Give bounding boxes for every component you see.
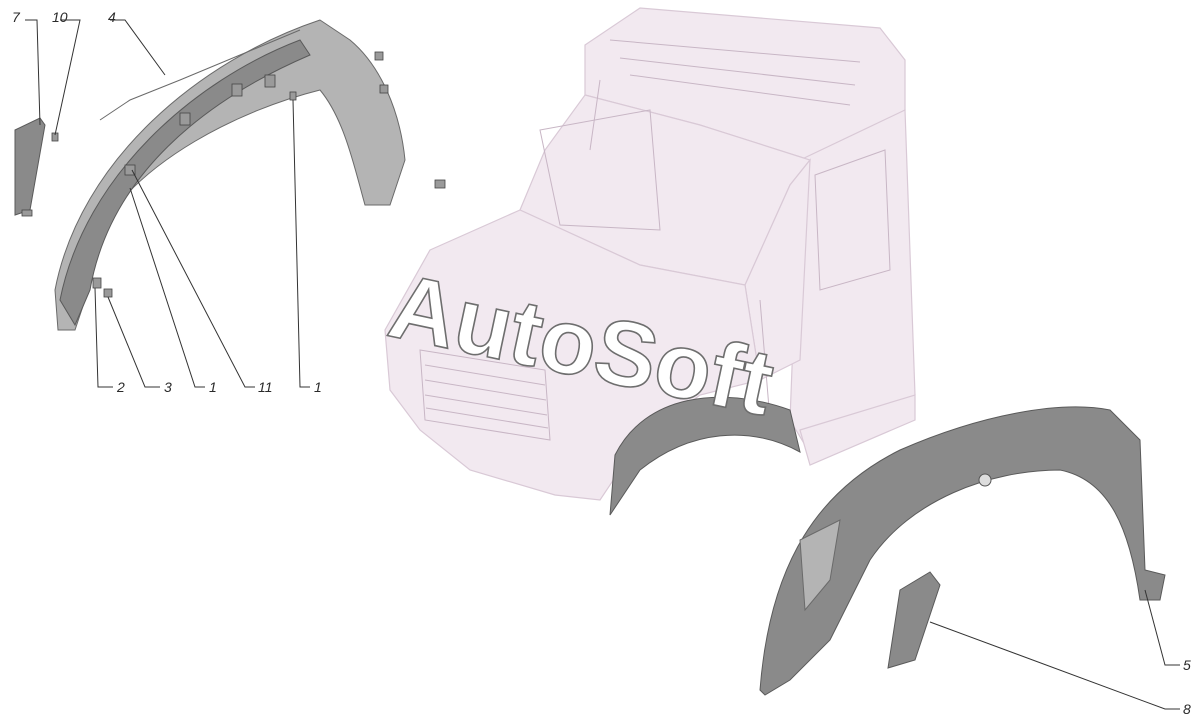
left-trim-strip-part — [14, 117, 46, 216]
callout-10: 10 — [52, 9, 68, 25]
callout-2: 2 — [116, 379, 125, 395]
callout-labels: 7 10 4 2 3 1 11 1 5 8 — [12, 9, 1191, 717]
leader-lines — [25, 19, 1180, 710]
right-wheel-arch-part — [759, 406, 1166, 696]
fastener-clips — [21, 51, 446, 298]
callout-1b: 1 — [314, 379, 322, 395]
callout-3: 3 — [164, 379, 172, 395]
callout-4: 4 — [108, 9, 116, 25]
callout-8: 8 — [1183, 701, 1191, 717]
callout-7: 7 — [12, 9, 21, 25]
callout-5: 5 — [1183, 657, 1191, 673]
left-wheel-arch-part — [54, 19, 406, 331]
callout-1a: 1 — [209, 379, 217, 395]
right-insert-part — [887, 571, 941, 669]
truck-cab-illustration — [384, 7, 916, 516]
callout-11: 11 — [258, 379, 273, 395]
